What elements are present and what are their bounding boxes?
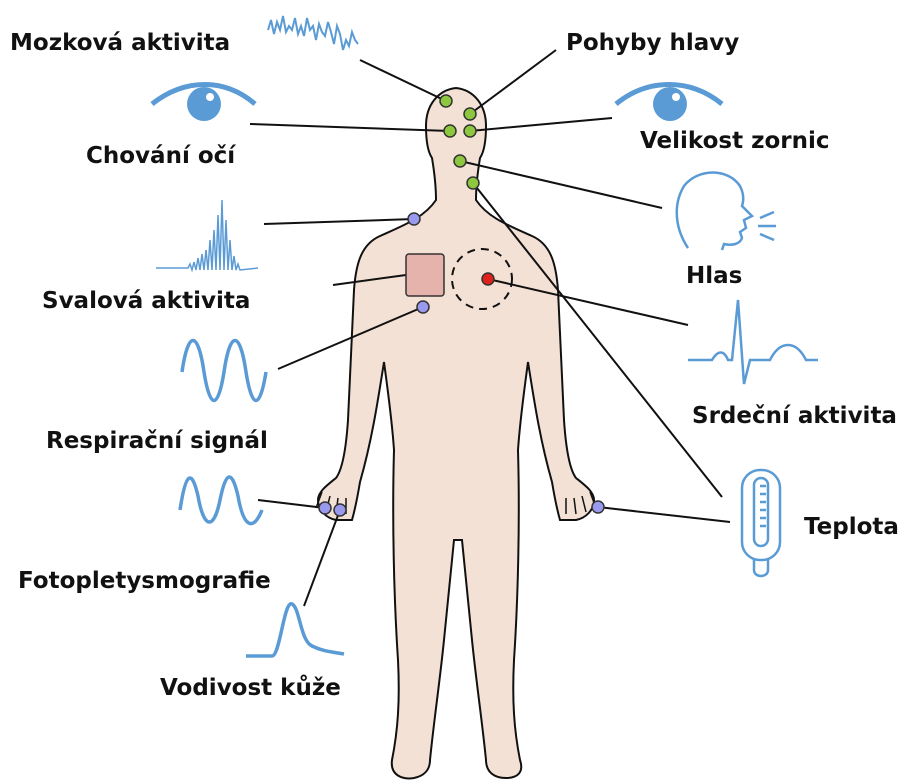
label-ppg: Fotopletysmografie xyxy=(18,570,271,593)
label-pupil-size: Velikost zornic xyxy=(640,130,830,153)
label-eye-behavior: Chování očí xyxy=(86,145,235,168)
sensor-dot-eye-right xyxy=(464,125,476,137)
sensor-dot-head-2 xyxy=(464,108,476,120)
label-muscle-activity: Svalová aktivita xyxy=(42,290,250,313)
eye-icon xyxy=(616,85,722,122)
sensor-dot-neck xyxy=(467,177,479,189)
sensor-dot-head-1 xyxy=(440,95,452,107)
sensor-dot-heart xyxy=(482,273,494,285)
connector-brain xyxy=(360,60,446,101)
connector-eyes xyxy=(250,124,450,131)
body-outline xyxy=(318,88,594,778)
sensor-dot-eye-left xyxy=(444,125,456,137)
label-respiration: Respirační signál xyxy=(46,430,268,453)
ppg-wave-icon xyxy=(180,477,262,524)
thermometer-icon xyxy=(742,470,780,576)
sensor-dot-left-hand xyxy=(592,501,604,513)
connector-temp-hand xyxy=(598,507,730,522)
label-voice: Hlas xyxy=(686,265,742,288)
emg-burst-icon xyxy=(156,200,258,270)
label-temperature: Teplota xyxy=(804,516,899,539)
muscle-pad-sensor xyxy=(406,254,444,296)
connector-pupil xyxy=(470,118,612,131)
sensor-dot-shoulder xyxy=(408,213,420,225)
eeg-wave-icon xyxy=(268,16,358,50)
connector-head xyxy=(470,50,556,114)
label-brain-activity: Mozková aktivita xyxy=(10,32,230,55)
connector-muscle-emg xyxy=(264,219,414,224)
respiration-wave-icon xyxy=(182,341,266,401)
human-body-silhouette xyxy=(316,88,596,778)
connector-voice xyxy=(460,161,662,208)
label-skin-conductance: Vodivost kůže xyxy=(160,677,341,700)
label-head-movement: Pohyby hlavy xyxy=(566,32,739,55)
connector-ppg xyxy=(258,500,325,508)
sensor-dot-finger-1 xyxy=(319,502,331,514)
label-heart-activity: Srdeční aktivita xyxy=(692,405,897,428)
ecg-wave-icon xyxy=(688,300,818,384)
eye-icon xyxy=(152,85,255,122)
sensor-dot-throat xyxy=(454,155,466,167)
sensor-dot-chest xyxy=(417,301,429,313)
speaking-head-icon xyxy=(677,173,776,251)
eda-peak-icon xyxy=(246,604,344,656)
sensor-dot-finger-2 xyxy=(334,504,346,516)
connector-eda xyxy=(304,510,340,606)
